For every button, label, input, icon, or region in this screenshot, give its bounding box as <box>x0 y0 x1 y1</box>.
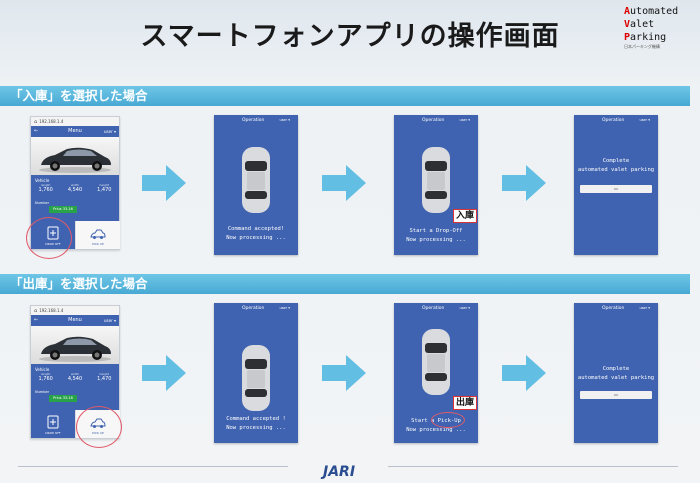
ok-button[interactable]: OK <box>580 185 652 193</box>
page-title: スマートフォンアプリの操作画面 <box>140 21 560 52</box>
user-menu[interactable]: user ▾ <box>103 318 116 323</box>
car-top-view-icon <box>422 147 450 213</box>
car-top-view-icon <box>242 345 270 411</box>
license-plate: Prius 33-16 <box>49 395 77 402</box>
user-menu[interactable]: user ▾ <box>279 306 290 310</box>
arrow-icon <box>322 165 366 201</box>
user-menu[interactable]: user ▾ <box>639 306 650 310</box>
menu-screen-dropoff: ⌂192.168.1.4 ← Menu user ▾ Vehicle lengt… <box>30 116 120 250</box>
section-band-dropoff <box>0 86 690 106</box>
menu-header: ← Menu user ▾ <box>31 126 119 137</box>
drop-off-icon <box>31 414 75 433</box>
arrow-icon <box>142 165 186 201</box>
footer-divider <box>18 466 288 467</box>
highlight-circle-pickup-text <box>431 412 465 428</box>
home-icon: ⌂ <box>34 308 38 314</box>
section-band-pickup <box>0 274 690 294</box>
user-menu[interactable]: user ▾ <box>639 118 650 122</box>
car-top-view-icon <box>422 329 450 395</box>
footer-divider <box>388 466 678 467</box>
tag-shukko: 出庫 <box>453 396 478 410</box>
back-arrow-icon[interactable]: ← <box>34 128 39 134</box>
user-menu[interactable]: user ▾ <box>103 129 116 134</box>
back-arrow-icon[interactable]: ← <box>34 317 39 323</box>
menu-header: ← Menu user ▾ <box>31 315 119 326</box>
section-label-pickup: 「出庫」を選択した場合 <box>10 276 148 291</box>
brand-logo: Automated Valet Parking 日本パーキング機構 <box>624 6 679 49</box>
license-plate: Prius 33-16 <box>49 206 77 213</box>
arrow-icon <box>502 355 546 391</box>
highlight-circle-pickup <box>76 406 122 448</box>
action-highlight: Drop-Off <box>436 228 463 234</box>
pick-up-car-icon <box>76 225 120 244</box>
car-photo <box>31 326 119 364</box>
user-menu[interactable]: user ▾ <box>459 306 470 310</box>
highlight-circle-dropoff <box>26 217 72 259</box>
jari-logo: JARI <box>323 464 356 480</box>
arrow-icon <box>502 165 546 201</box>
section-label-dropoff: 「入庫」を選択した場合 <box>10 88 148 103</box>
pick-up-button[interactable]: PICK UP <box>75 221 120 249</box>
car-photo <box>31 137 119 175</box>
ok-button[interactable]: OK <box>580 391 652 399</box>
arrow-icon <box>142 355 186 391</box>
tag-nyuko: 入庫 <box>453 209 478 223</box>
drop-off-button[interactable]: DROP OFF <box>31 410 75 438</box>
car-top-view-icon <box>242 147 270 213</box>
home-icon: ⌂ <box>34 119 38 125</box>
user-menu[interactable]: user ▾ <box>279 118 290 122</box>
user-menu[interactable]: user ▾ <box>459 118 470 122</box>
arrow-icon <box>322 355 366 391</box>
